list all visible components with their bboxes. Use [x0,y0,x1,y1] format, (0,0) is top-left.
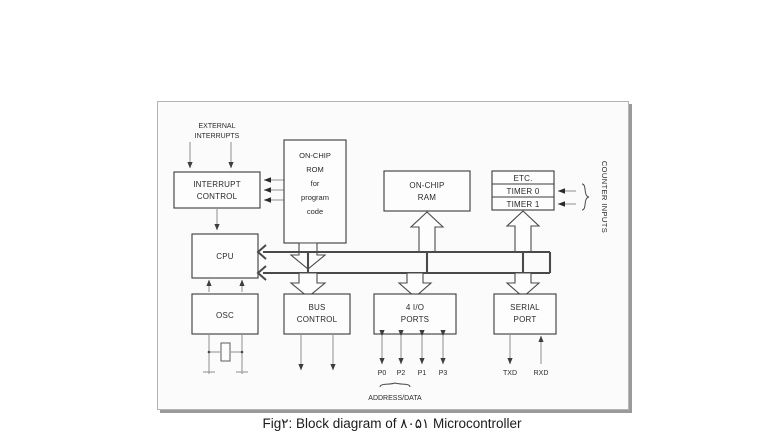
block-osc-label: OSC [216,311,234,320]
ram-bus-arrow [409,211,445,253]
io-pin-label-2: P1 [418,370,427,377]
block-on-chip-ram [383,170,471,212]
block-bus-control-line2: CONTROL [297,315,338,324]
block-io-ports-line1: 4 I/O [406,303,424,312]
block-on-chip-rom-line2: ROM [306,165,324,174]
counter-inputs-brace [581,183,590,211]
figure-frame: EXTERNAL INTERRUPTS INTERRUPT CONTROL ON… [157,101,629,410]
counter-inputs-label: COUNTER INPUTS [600,161,609,233]
bus-control-feed-arrow [289,272,327,298]
block-diagram: EXTERNAL INTERRUPTS INTERRUPT CONTROL ON… [158,102,628,409]
external-interrupts-label-line1: EXTERNAL [199,123,236,130]
timer-row-etc: ETC. [513,174,532,183]
block-on-chip-rom-line3: for [311,179,320,188]
crystal-node-right [240,350,244,354]
block-cpu [191,233,259,279]
timer-row-timer1: TIMER 1 [507,200,540,209]
serial-port-feed-arrow [505,272,541,298]
block-interrupt-control-line1: INTERRUPT [193,180,241,189]
timer-row-timer0: TIMER 0 [507,187,540,196]
block-serial-port-line2: PORT [514,315,537,324]
block-on-chip-rom-line5: code [307,207,323,216]
external-interrupts-label-line2: INTERRUPTS [195,133,240,140]
io-ports-feed-arrow [397,272,433,298]
crystal-node-left [207,350,211,354]
block-interrupt-control [173,171,261,209]
block-serial-port [493,293,557,335]
block-on-chip-ram-line2: RAM [418,193,437,202]
block-bus-control-line1: BUS [308,303,325,312]
block-osc [191,293,259,335]
block-cpu-label: CPU [216,252,234,261]
diagram-svg: EXTERNAL INTERRUPTS INTERRUPT CONTROL ON… [173,123,609,402]
io-pin-label-3: P3 [439,370,448,377]
block-on-chip-rom-line4: program [301,193,329,202]
block-on-chip-rom-line1: ON-CHIP [299,151,331,160]
crystal-icon [220,342,231,362]
block-io-ports-line2: PORTS [401,315,429,324]
figure-caption: Fig۲: Block diagram of ۸۰۵۱ Microcontrol… [262,416,522,431]
io-port-pins: P0 P2 P1 P3 [378,330,448,377]
serial-pin-label-txd: TXD [503,370,517,377]
io-pin-label-1: P2 [397,370,406,377]
cpu-bus-connector-upper [256,244,267,260]
cpu-bus-connector-lower [256,265,267,281]
block-bus-control [283,293,351,335]
io-pin-label-0: P0 [378,370,387,377]
block-timer-stack [491,170,555,211]
block-interrupt-control-line2: CONTROL [197,192,238,201]
address-data-label: ADDRESS/DATA [368,395,422,402]
block-serial-port-line1: SERIAL [510,303,540,312]
block-on-chip-ram-line1: ON-CHIP [409,181,444,190]
timer-bus-arrow [505,210,541,253]
address-data-brace [379,382,411,388]
serial-pin-label-rxd: RXD [534,370,549,377]
block-io-ports [373,293,457,335]
